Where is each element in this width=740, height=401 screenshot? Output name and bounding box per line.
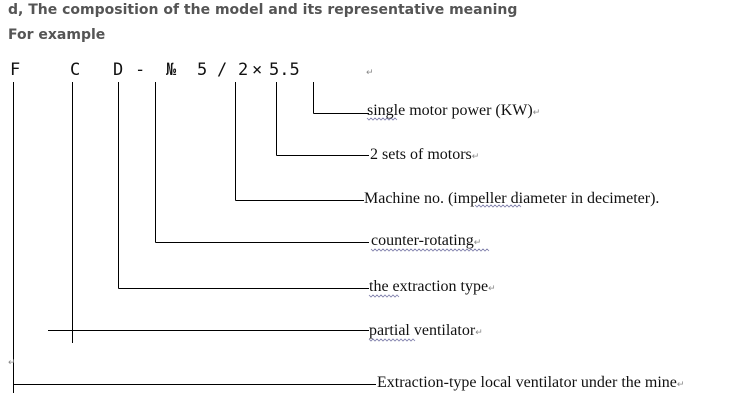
code-motor-count: 2 xyxy=(238,60,249,80)
code-dash: - xyxy=(135,60,146,80)
code-motor-power: 5.5 xyxy=(269,60,300,80)
paragraph-mark-icon: ↵ xyxy=(366,68,374,78)
spellcheck-underline-the xyxy=(368,294,400,298)
meaning-extraction-type: the extraction type↵ xyxy=(369,278,496,295)
meaning-motor-count: 2 sets of motors↵ xyxy=(370,146,480,163)
meaning-motor-power: single motor power (KW)↵ xyxy=(367,102,541,119)
spellcheck-underline-counter xyxy=(370,248,490,252)
meaning-partial-ventilator: partial ventilator↵ xyxy=(369,322,483,339)
example-label: For example xyxy=(8,27,106,43)
section-heading: d, The composition of the model and its … xyxy=(8,2,518,18)
code-letter-c: C xyxy=(70,60,81,80)
paragraph-mark-icon-left: ↵ xyxy=(8,358,16,368)
code-number-sign: № xyxy=(166,60,177,80)
spellcheck-underline-partial xyxy=(368,338,416,342)
meaning-machine-number: Machine no. (impeller diameter in decime… xyxy=(364,190,660,207)
code-times-sign: × xyxy=(252,60,263,80)
meaning-counter-rotating: counter-rotating↵ xyxy=(371,232,482,249)
meaning-local-ventilator: Extraction-type local ventilator under t… xyxy=(377,374,685,391)
code-machine-number: 5 xyxy=(197,60,208,80)
code-letter-d: D xyxy=(113,60,124,80)
code-slash: / xyxy=(217,60,228,80)
spellcheck-underline-single xyxy=(366,117,398,121)
spellcheck-underline-impeller xyxy=(474,204,522,208)
code-letter-f: F xyxy=(10,60,21,80)
